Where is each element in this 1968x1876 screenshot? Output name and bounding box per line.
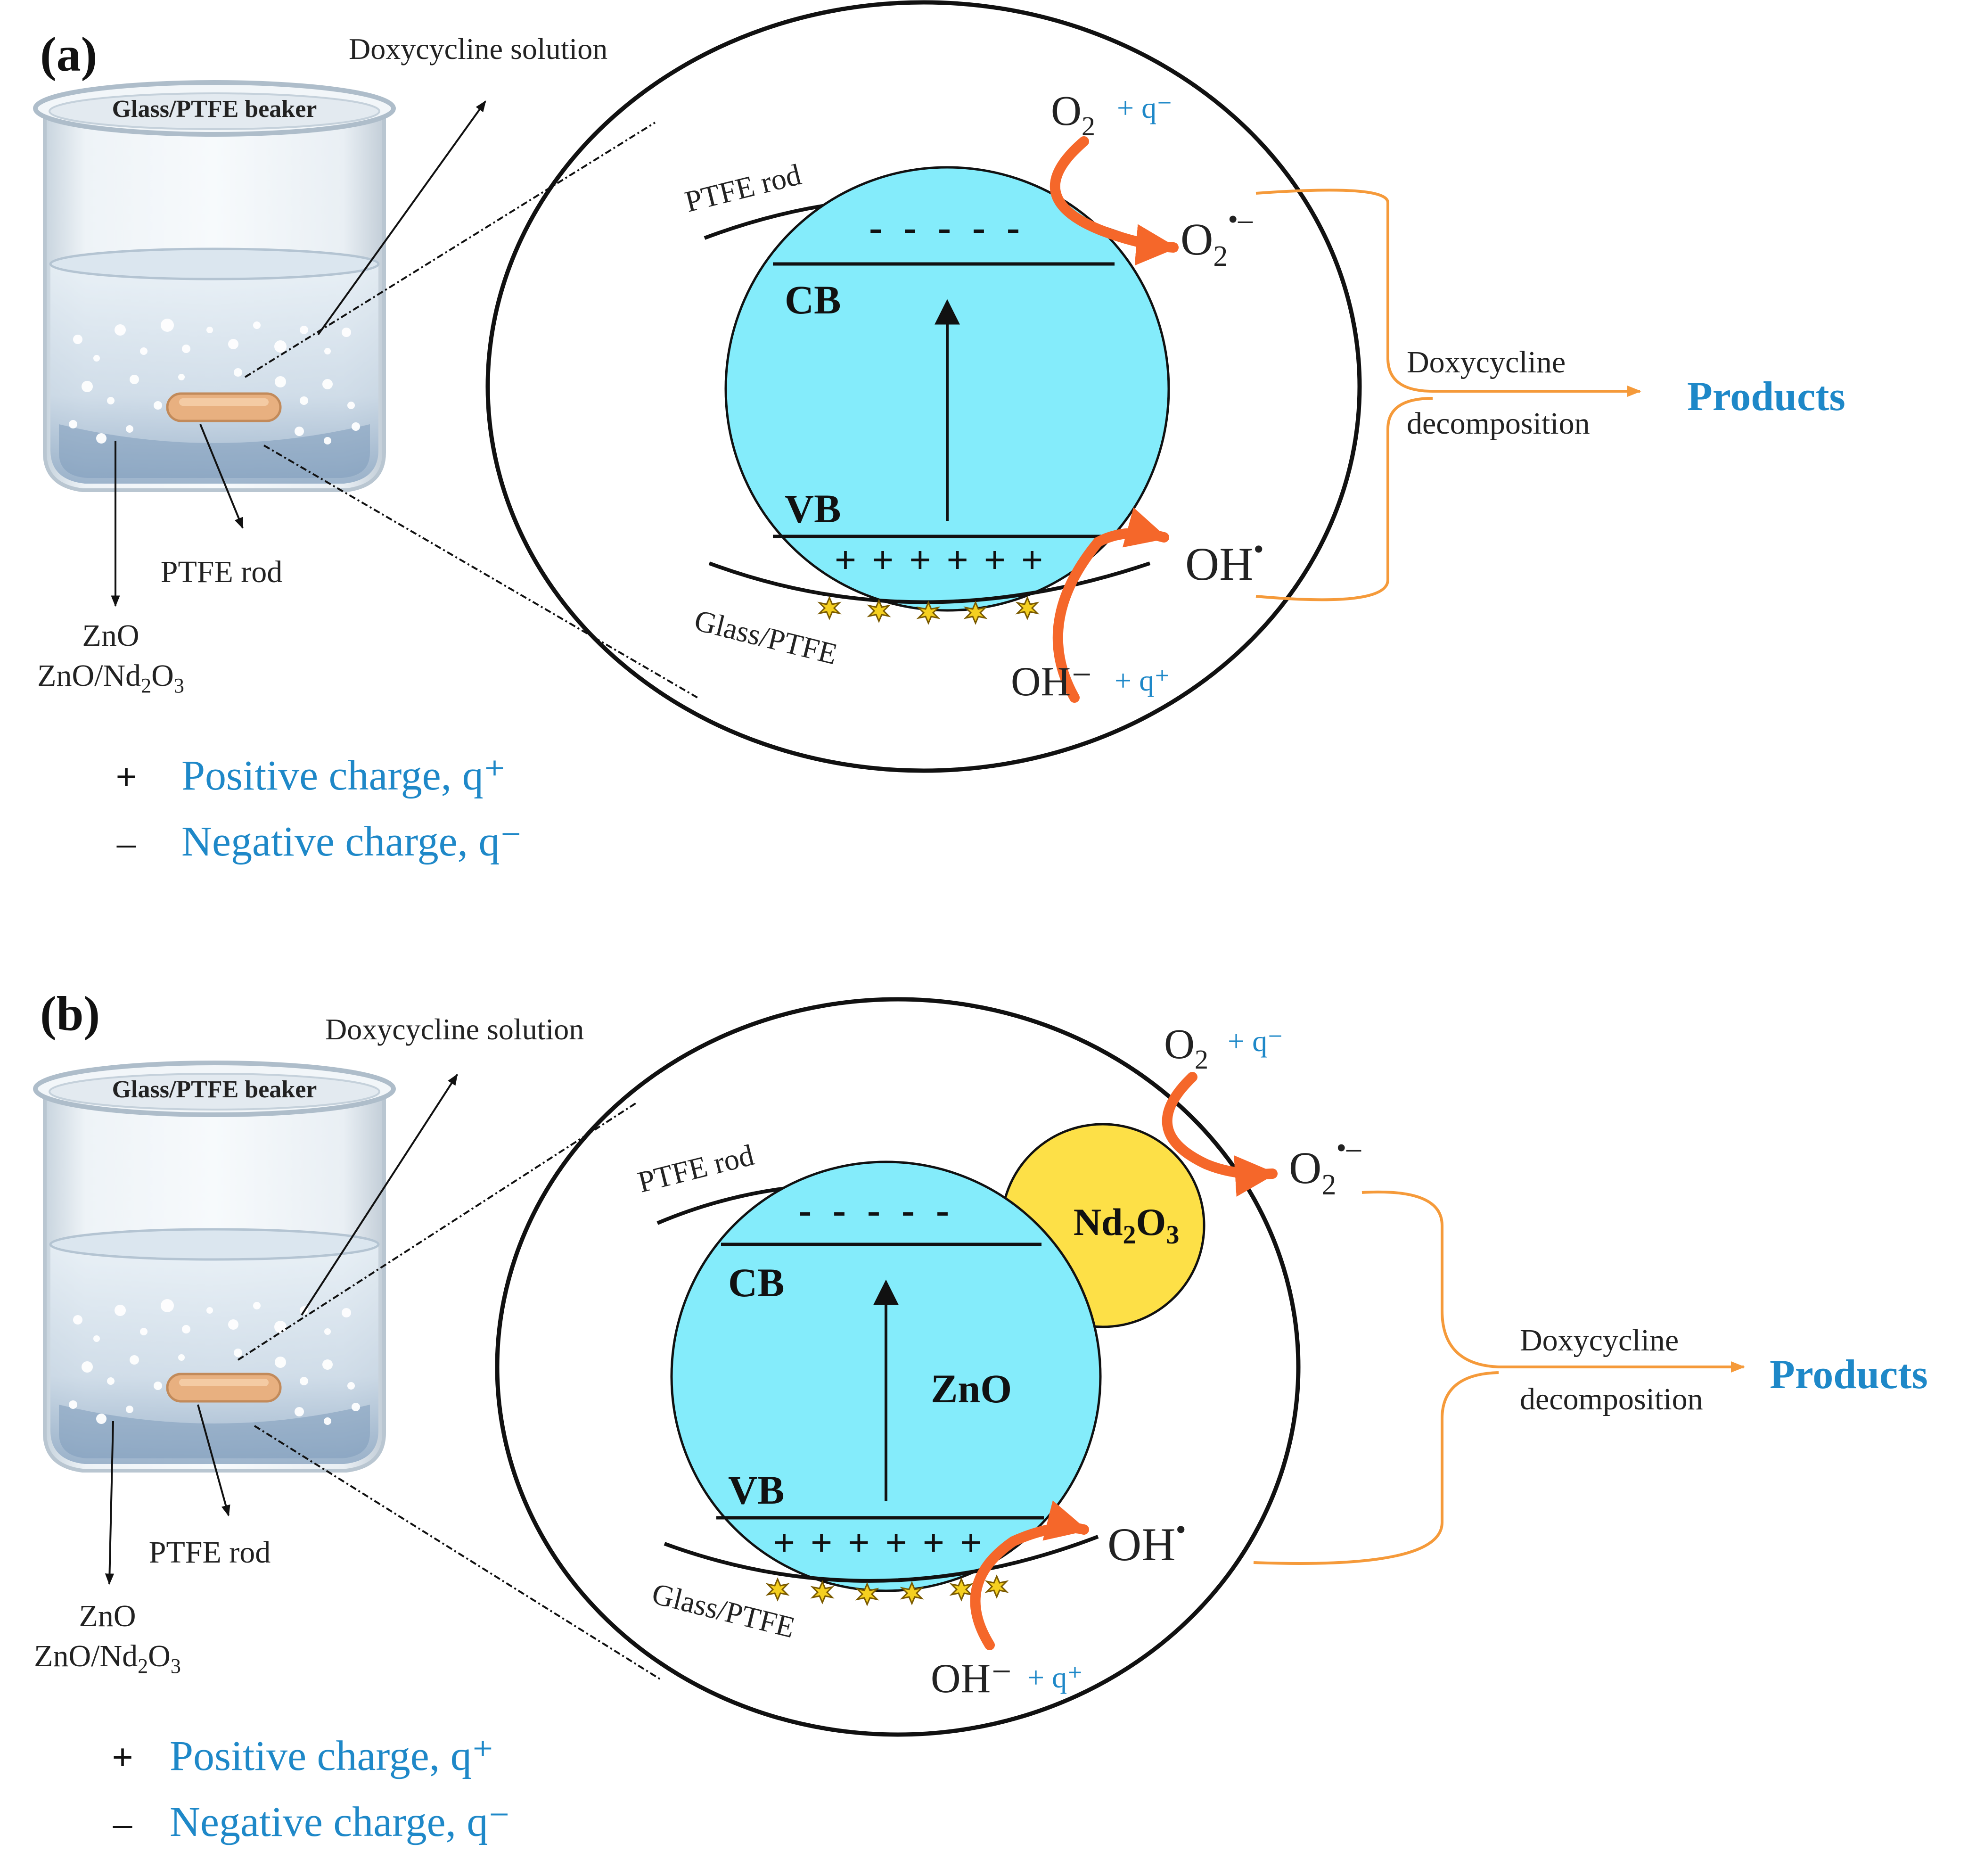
panel-b-beaker xyxy=(35,1063,394,1471)
panel-a-superoxide: O2•– xyxy=(1181,204,1253,272)
panel-a-powder-label-zno: ZnO xyxy=(82,618,139,653)
panel-b-nd2o3-label: Nd2O3 xyxy=(1074,1201,1180,1250)
panel-b-cb-label: CB xyxy=(728,1260,784,1305)
panel-a-decomp-line1: Doxycycline xyxy=(1407,345,1566,379)
panel-a-legend-plus-text: Positive charge, q⁺ xyxy=(181,752,506,799)
panel-a-legend-minus-text: Negative charge, q⁻ xyxy=(181,818,522,865)
panel-a-legend-plus-symbol: + xyxy=(115,757,137,798)
panel-b-legend-plus-text: Positive charge, q⁺ xyxy=(170,1733,494,1779)
panel-b-solution-pointer xyxy=(301,1073,458,1316)
panel-b-bracket-bottom xyxy=(1253,1371,1499,1565)
panel-a-hydroxide-hole: + q⁺ xyxy=(1115,664,1170,697)
panel-b-o2-reduction-arrow xyxy=(1162,1072,1278,1197)
panel-a-o2: O2 xyxy=(1051,88,1095,141)
panel-b-rod-pointer xyxy=(197,1404,230,1517)
panel-a-hydroxide: OH⁻ xyxy=(1011,659,1093,705)
panel-b-products: Products xyxy=(1770,1352,1928,1398)
panel-b-o2: O2 xyxy=(1164,1021,1208,1075)
panel-b-tag: (b) xyxy=(40,987,100,1041)
panel-a: (a) Glass/PTFE beaker Doxycycline soluti… xyxy=(35,0,1845,865)
panel-b-cb-electrons: - - - - - xyxy=(798,1188,955,1232)
panel-b-ptfe-rod-label: PTFE rod xyxy=(634,1138,757,1199)
panel-b-zoom-line-bottom xyxy=(254,1425,663,1681)
panel-b-beaker-label: Glass/PTFE beaker xyxy=(112,1076,317,1103)
panel-a-solution-label: Doxycycline solution xyxy=(349,32,607,66)
panel-b-zoom-circle xyxy=(495,997,1301,1737)
panel-a-glass-label: Glass/PTFE xyxy=(691,603,841,671)
panel-a-vb-holes: + + + + + + xyxy=(835,538,1046,581)
panel-b-solution-label: Doxycycline solution xyxy=(325,1012,584,1046)
panel-b-rod-label: PTFE rod xyxy=(149,1535,271,1570)
panel-b-hydroxide-hole: + q⁺ xyxy=(1027,1661,1083,1694)
panel-a-glass-arc xyxy=(708,561,1151,604)
panel-a-products: Products xyxy=(1687,374,1845,420)
panel-b-legend-minus-symbol: – xyxy=(113,1803,132,1844)
panel-b-zno-label: ZnO xyxy=(931,1366,1012,1411)
panel-a-zoom-line-bottom xyxy=(263,444,698,699)
panel-a-beaker-label: Glass/PTFE beaker xyxy=(112,96,317,123)
panel-a-tag: (a) xyxy=(40,27,97,82)
panel-a-o2-electron: + q⁻ xyxy=(1117,91,1173,124)
panel-a-rod-label: PTFE rod xyxy=(161,555,283,589)
panel-a-rod-pointer xyxy=(199,424,244,529)
panel-a-ptfe-rod-label: PTFE rod xyxy=(681,157,804,219)
panel-b-powder-label-zno: ZnO xyxy=(79,1599,136,1633)
panel-a-powder-label-composite: ZnO/Nd2O3 xyxy=(37,658,184,697)
panel-a-oh-oxidation-arrow xyxy=(1052,507,1169,703)
panel-b-legend-minus-text: Negative charge, q⁻ xyxy=(170,1799,510,1845)
panel-a-cb-electrons: - - - - - xyxy=(869,206,1025,249)
panel-b-glass-arc xyxy=(664,1535,1099,1583)
panel-a-beaker xyxy=(35,82,394,490)
panel-a-decomp-line2: decomposition xyxy=(1407,406,1590,441)
panel-b-hydroxyl-radical: OH• xyxy=(1107,1513,1186,1571)
panel-a-zoom-line-top xyxy=(244,122,656,378)
panel-b-powder-pointer xyxy=(105,1421,115,1585)
panel-b-powder-label-composite: ZnO/Nd2O3 xyxy=(34,1639,181,1678)
panel-a-bracket-bottom xyxy=(1255,397,1433,601)
panel-b-vb-holes: + + + + + + xyxy=(773,1521,985,1564)
panel-b-decomp-line2: decomposition xyxy=(1520,1382,1703,1416)
panel-a-hydroxyl-radical: OH• xyxy=(1185,532,1264,590)
panel-a-bracket-top xyxy=(1255,189,1641,397)
panel-a-solution-pointer xyxy=(317,100,486,336)
panel-b-hydroxide: OH⁻ xyxy=(931,1656,1013,1702)
panel-a-o2-reduction-arrow xyxy=(1050,136,1179,266)
panel-b-oh-oxidation-arrow xyxy=(970,1500,1089,1650)
panel-a-zoom-circle xyxy=(485,0,1362,773)
panel-a-cb-label: CB xyxy=(785,277,841,322)
panel-a-vb-label: VB xyxy=(785,486,841,531)
panel-b-decomp-line1: Doxycycline xyxy=(1520,1323,1679,1358)
panel-b-o2-electron: + q⁻ xyxy=(1228,1024,1283,1058)
panel-b-superoxide: O2•– xyxy=(1289,1132,1361,1201)
panel-b: (b) Glass/PTFE beaker Doxycycline soluti… xyxy=(34,987,1928,1845)
panel-b-bracket-top xyxy=(1361,1190,1745,1373)
panel-b-zoom-line-top xyxy=(237,1102,637,1361)
panel-a-legend-minus-symbol: – xyxy=(116,823,136,864)
panel-b-vb-label: VB xyxy=(728,1467,784,1513)
panel-b-legend-plus-symbol: + xyxy=(112,1737,133,1778)
